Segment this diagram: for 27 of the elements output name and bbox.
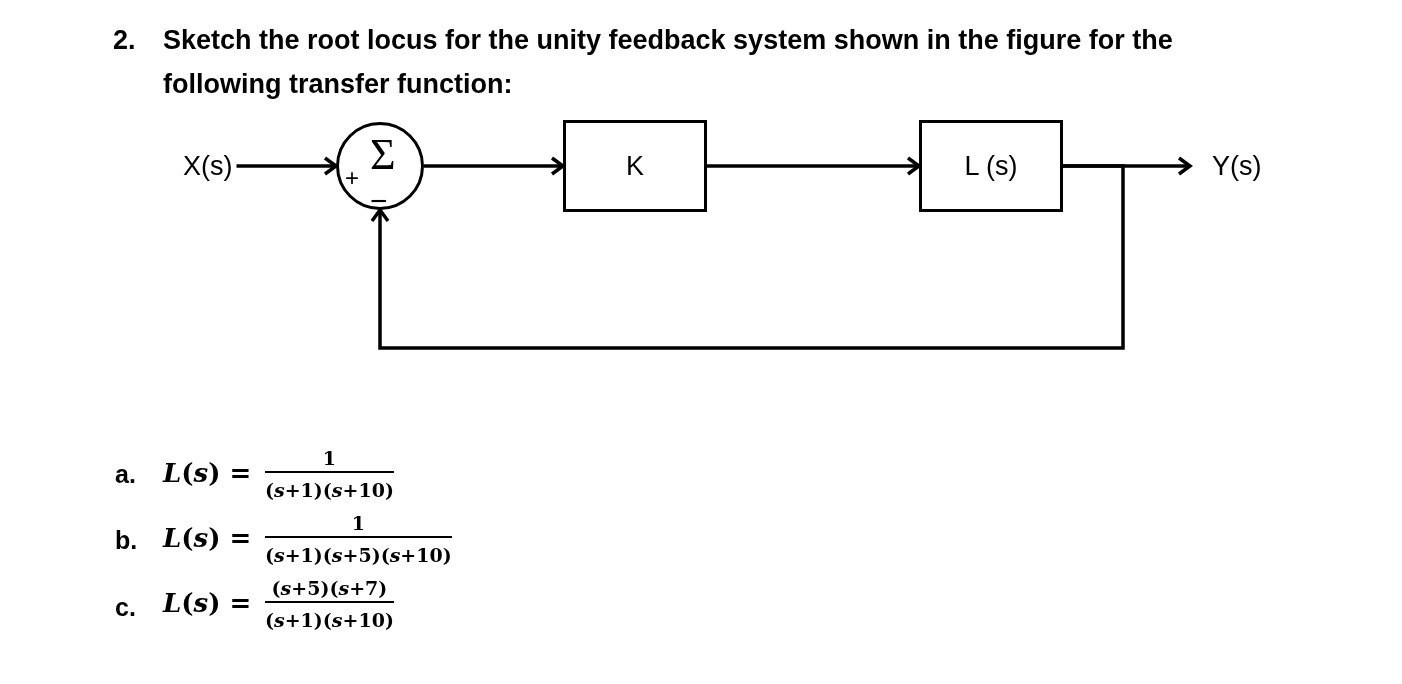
denominator: (s+1)(s+10) xyxy=(265,608,394,633)
feedback-arrow xyxy=(370,164,1125,350)
sigma-symbol: Σ xyxy=(370,133,396,177)
transfer-function-block xyxy=(919,120,1063,212)
transfer-function-label: L (s) xyxy=(964,150,1018,183)
numerator: 1 xyxy=(351,511,365,536)
equation-left-side: L(s) = xyxy=(163,587,252,620)
gain-block xyxy=(563,120,707,212)
numerator: 1 xyxy=(322,446,337,471)
input-signal-label: X(s) xyxy=(183,148,233,184)
arrow xyxy=(236,156,338,176)
denominator: (s+1)(s+5)(s+10) xyxy=(265,543,452,568)
question-text: Sketch the root locus for the unity feedback system shown in the figure for the following transfer function: xyxy=(163,24,1174,101)
numerator: (s+5)(s+7) xyxy=(271,576,388,601)
item-letter: c. xyxy=(115,592,136,623)
arrow xyxy=(707,156,921,176)
item-letter: b. xyxy=(115,525,138,556)
plus-sign: + xyxy=(345,166,359,190)
equation-left-side: L(s) = xyxy=(163,457,252,490)
gain-label: K xyxy=(626,150,644,183)
arrow xyxy=(424,156,565,176)
minus-sign: − xyxy=(370,193,388,209)
denominator: (s+1)(s+10) xyxy=(265,478,394,503)
output-signal-label: Y(s) xyxy=(1212,148,1262,184)
item-letter: a. xyxy=(115,459,136,490)
question-number: 2. xyxy=(113,24,136,57)
equation-left-side: L(s) = xyxy=(163,522,252,555)
